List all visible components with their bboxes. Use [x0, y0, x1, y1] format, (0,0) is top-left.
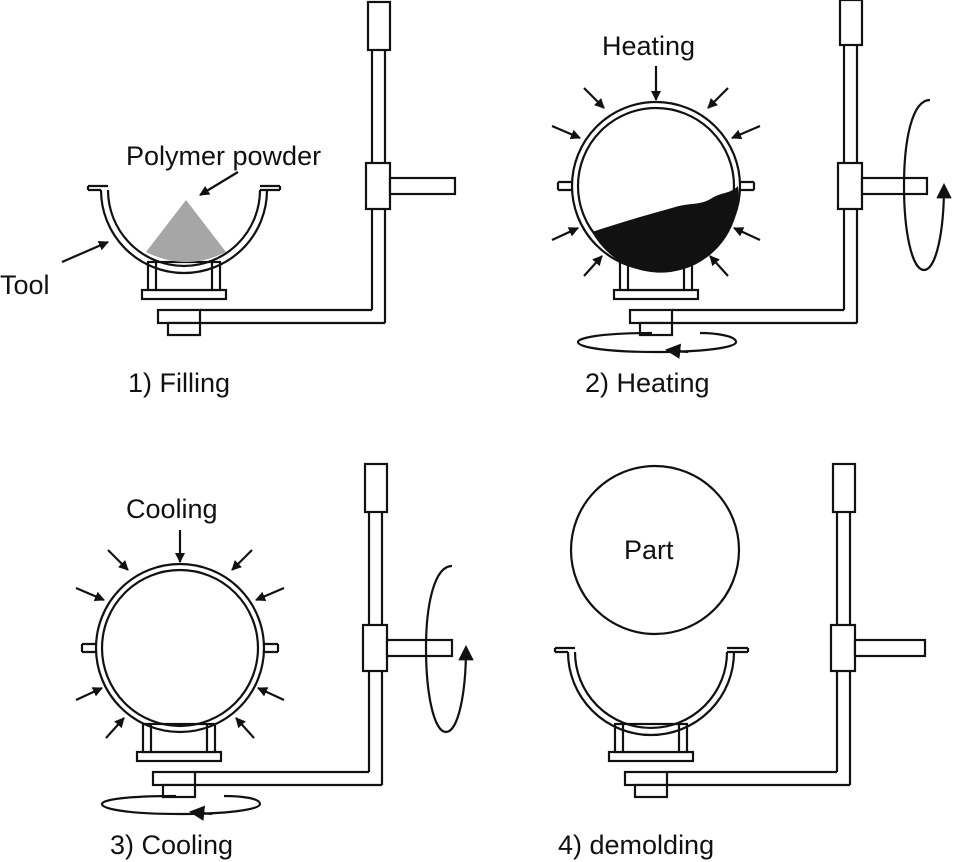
heat-arrows	[551, 66, 761, 277]
panel-cooling: Cooling 3) Cooling	[75, 462, 474, 860]
mold-mount	[607, 722, 695, 763]
panel-filling: Polymer powder Tool 1) Filling	[0, 0, 457, 398]
machine-arm	[623, 462, 927, 799]
arrow-icon	[709, 255, 729, 277]
cooling-label: Cooling	[126, 494, 218, 524]
panel-4-caption: 4) demolding	[558, 830, 714, 860]
panel-3-caption: 3) Cooling	[110, 830, 233, 860]
arrow-icon	[199, 171, 239, 196]
arrow-icon	[61, 240, 109, 264]
mold-mount	[135, 722, 223, 763]
rotation-arrow-icon	[902, 98, 952, 272]
cool-arrows	[75, 530, 285, 739]
arrow-icon	[255, 586, 285, 602]
arrow-icon	[231, 549, 253, 571]
machine-arm	[151, 462, 454, 799]
molten-polymer	[592, 186, 739, 273]
rotation-arrow-icon	[576, 331, 738, 352]
arrow-icon	[731, 124, 761, 140]
rotation-arrow-icon	[424, 564, 474, 734]
panel-demolding: Part 4) demolding	[553, 462, 927, 860]
polymer-powder	[146, 200, 226, 262]
arrow-icon	[257, 687, 285, 701]
arrow-icon	[235, 717, 255, 739]
tool-lower-half	[86, 184, 282, 275]
arrow-icon	[105, 717, 125, 739]
arrow-icon	[733, 227, 761, 241]
machine-arm	[156, 0, 457, 337]
arrow-icon	[583, 87, 605, 109]
tool-closed	[80, 562, 280, 734]
arrow-icon	[707, 87, 729, 109]
part-label: Part	[624, 535, 674, 565]
powder-label: Polymer powder	[126, 141, 321, 171]
arrow-icon	[551, 227, 579, 241]
arrow-icon	[551, 124, 581, 140]
rotation-arrow-icon	[100, 794, 262, 814]
arrow-icon	[75, 586, 105, 602]
panel-1-caption: 1) Filling	[128, 368, 230, 398]
panel-2-caption: 2) Heating	[585, 368, 710, 398]
panel-heating: Heating 2) Heating	[551, 0, 952, 398]
arrow-icon	[583, 255, 603, 277]
finished-part	[569, 464, 741, 636]
arrow-icon	[107, 549, 129, 571]
arrow-icon	[75, 687, 103, 701]
heating-label: Heating	[602, 31, 695, 61]
tool-label: Tool	[0, 270, 50, 300]
tool-lower-half	[553, 646, 750, 737]
